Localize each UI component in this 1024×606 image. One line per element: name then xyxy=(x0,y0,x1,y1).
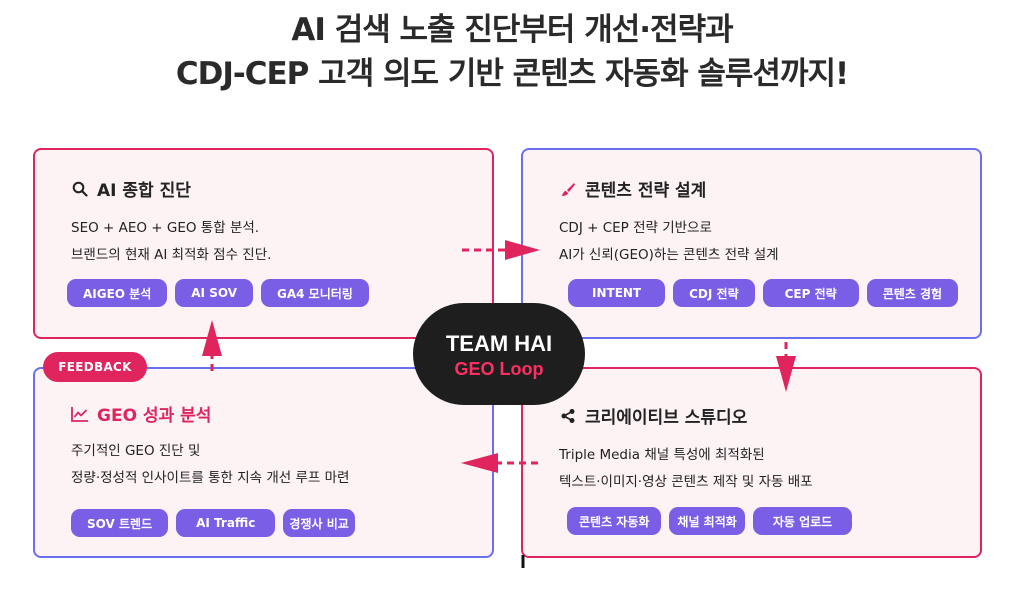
chip-sov-trend[interactable]: SOV 트렌드 xyxy=(71,509,169,537)
card-title: GEO 성과 분석 xyxy=(97,406,212,426)
card-description-line-2: 정량·정성적 인사이트를 통한 지속 개선 루프 마련 xyxy=(71,470,350,486)
chip-group: 콘텐츠 자동화 채널 최적화 자동 업로드 xyxy=(567,507,853,535)
card-description-line-1: Triple Media 채널 특성에 최적화된 xyxy=(559,447,765,463)
center-title: TEAM HAI xyxy=(445,331,553,356)
center-subtitle: GEO Loop xyxy=(454,359,544,379)
card-creative-studio: 크리에이티브 스튜디오 Triple Media 채널 특성에 최적화된 텍스트… xyxy=(521,367,982,558)
card-description-line-2: 텍스트·이미지·영상 콘텐츠 제작 및 자동 배포 xyxy=(559,474,813,490)
chip-competitor-comparison[interactable]: 경쟁사 비교 xyxy=(283,509,355,537)
card-geo-performance: GEO 성과 분석 주기적인 GEO 진단 및 정량·정성적 인사이트를 통한 … xyxy=(33,367,494,558)
chip-ga4-monitoring[interactable]: GA4 모니터링 xyxy=(261,279,369,307)
card-title-row: GEO 성과 분석 xyxy=(71,401,211,426)
card-title-row: AI 종합 진단 xyxy=(71,176,191,201)
chip-cdj-strategy[interactable]: CDJ 전략 xyxy=(673,279,755,307)
center-loop-badge: TEAM HAI GEO Loop xyxy=(413,303,585,405)
chip-channel-optimization[interactable]: 채널 최적화 xyxy=(669,507,745,535)
card-description-line-1: 주기적인 GEO 진단 및 xyxy=(71,443,201,459)
chip-group: SOV 트렌드 AI Traffic 경쟁사 비교 xyxy=(71,509,355,537)
chip-aigeo-analysis[interactable]: AIGEO 분석 xyxy=(67,279,168,307)
chip-group: INTENT CDJ 전략 CEP 전략 콘텐츠 경험 xyxy=(568,279,959,307)
search-icon xyxy=(71,180,89,198)
chip-content-experience[interactable]: 콘텐츠 경험 xyxy=(866,279,959,307)
headline-line-2: CDJ-CEP 고객 의도 기반 콘텐츠 자동화 솔루션까지! xyxy=(175,56,849,92)
headline: AI 검색 노출 진단부터 개선·전략과 CDJ-CEP 고객 의도 기반 콘텐… xyxy=(0,8,1024,96)
share-icon xyxy=(559,407,577,425)
chip-group: AIGEO 분석 AI SOV GA4 모니터링 xyxy=(67,279,369,307)
chip-auto-upload[interactable]: 자동 업로드 xyxy=(752,507,853,535)
chip-cep-strategy[interactable]: CEP 전략 xyxy=(762,279,859,307)
chip-ai-traffic[interactable]: AI Traffic xyxy=(176,509,276,537)
trend-chart-icon xyxy=(71,405,89,423)
feedback-badge: FEEDBACK xyxy=(43,352,147,382)
card-content-strategy: 콘텐츠 전략 설계 CDJ + CEP 전략 기반으로 AI가 신뢰(GEO)하… xyxy=(521,148,982,339)
card-description-line-2: AI가 신뢰(GEO)하는 콘텐츠 전략 설계 xyxy=(559,247,779,263)
card-title: 콘텐츠 전략 설계 xyxy=(585,181,707,201)
chip-ai-sov[interactable]: AI SOV xyxy=(175,279,254,307)
card-description-line-1: SEO + AEO + GEO 통합 분석. xyxy=(71,220,260,236)
chip-content-automation[interactable]: 콘텐츠 자동화 xyxy=(567,507,662,535)
card-description-line-2: 브랜드의 현재 AI 최적화 점수 진단. xyxy=(71,247,272,263)
card-ai-diagnosis: AI 종합 진단 SEO + AEO + GEO 통합 분석. 브랜드의 현재 … xyxy=(33,148,494,339)
card-title-row: 크리에이티브 스튜디오 xyxy=(559,403,747,428)
brush-icon xyxy=(559,180,577,198)
headline-line-1: AI 검색 노출 진단부터 개선·전략과 xyxy=(291,12,733,48)
card-title-row: 콘텐츠 전략 설계 xyxy=(559,176,706,201)
card-title: AI 종합 진단 xyxy=(97,181,191,201)
card-title: 크리에이티브 스튜디오 xyxy=(585,408,748,428)
card-description-line-1: CDJ + CEP 전략 기반으로 xyxy=(559,220,712,236)
chip-intent[interactable]: INTENT xyxy=(568,279,666,307)
